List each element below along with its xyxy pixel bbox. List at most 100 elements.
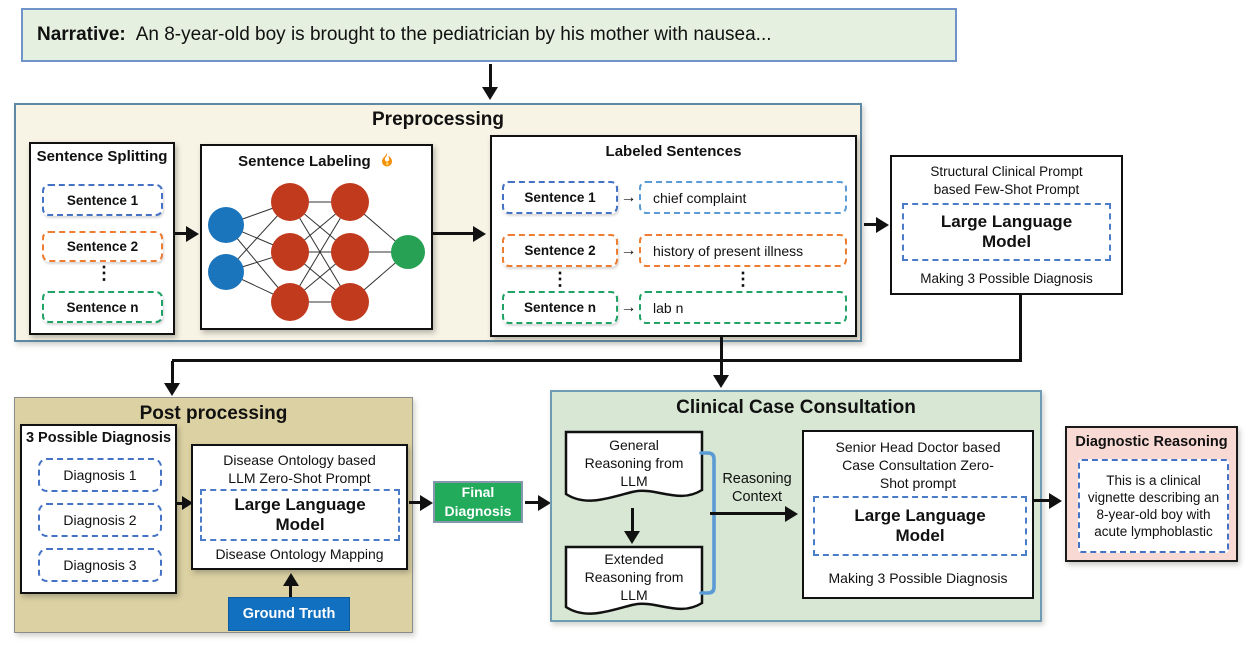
general-line2: Reasoning from	[584, 455, 684, 471]
senior-line1: Senior Head Doctor based	[835, 439, 1001, 455]
ground-truth-box: Ground Truth	[228, 597, 350, 631]
diagnosis-3-chip: Diagnosis 3	[38, 548, 162, 582]
diagnostic-reasoning-title: Diagnostic Reasoning	[1075, 434, 1228, 450]
label-history: history of present illness	[639, 234, 847, 267]
arrowhead-into-structural	[876, 217, 889, 233]
connector-to-postprocessing	[171, 361, 174, 384]
reasoning-context-line1: Reasoning	[722, 471, 792, 487]
diagnosis-1-chip: Diagnosis 1	[38, 458, 162, 492]
sentence-splitting-box: Sentence Splitting Sentence 1 Sentence 2…	[29, 142, 175, 335]
sentence-1-chip: Sentence 1	[42, 184, 163, 216]
arrowhead-into-postprocessing	[164, 383, 180, 396]
extended-line1: Extended	[604, 551, 664, 567]
senior-llm: Large Language Model	[813, 496, 1027, 556]
extended-reasoning-doc: Extended Reasoning from LLM	[564, 545, 704, 623]
senior-line3: Shot prompt	[879, 475, 957, 491]
document-shape	[564, 545, 704, 615]
preprocessing-section: Preprocessing Sentence Splitting Sentenc…	[14, 103, 862, 342]
reasoning-context-label: Reasoning Context	[710, 470, 804, 506]
arrow-right-icon: →	[620, 299, 637, 316]
connector-context-senior	[710, 512, 786, 515]
arrowhead-into-consultation-left	[538, 495, 551, 511]
ontology-llm: Large Language Model	[200, 489, 400, 541]
arrowhead-into-consultation	[713, 375, 729, 388]
structural-line1: Structural Clinical Prompt	[930, 164, 1083, 179]
connector-ontology-final	[409, 501, 421, 504]
general-reasoning-doc: General Reasoning from LLM	[564, 430, 704, 510]
connector-diagnosis-ontology	[177, 502, 184, 505]
connector-general-extended	[631, 508, 634, 532]
sentence-splitting-title: Sentence Splitting	[36, 148, 168, 165]
arrow-right-icon: →	[620, 189, 637, 206]
arrowhead-into-extended	[624, 531, 640, 544]
ellipsis-icon: ⋮	[551, 269, 569, 289]
senior-doctor-box: Senior Head Doctor based Case Consultati…	[802, 430, 1034, 599]
ontology-llm-box: Disease Ontology based LLM Zero-Shot Pro…	[191, 444, 408, 570]
narrative-label: Narrative:	[37, 24, 126, 45]
sentence-labeling-label: Sentence Labeling	[238, 153, 371, 170]
possible-diagnosis-title: 3 Possible Diagnosis	[25, 430, 172, 446]
reasoning-bracket	[699, 451, 716, 595]
ellipsis-icon: ⋮	[734, 269, 752, 289]
possible-diagnosis-box: 3 Possible Diagnosis Diagnosis 1 Diagnos…	[20, 424, 177, 594]
label-chief-complaint: chief complaint	[639, 181, 847, 214]
sentence-2-chip: Sentence 2	[42, 231, 163, 262]
labeled-sentences-title: Labeled Sentences	[605, 143, 742, 160]
ontology-line1: Disease Ontology based	[223, 452, 376, 468]
narrative-box: Narrative: An 8-year-old boy is brought …	[21, 8, 957, 62]
ontology-footer: Disease Ontology Mapping	[215, 546, 384, 562]
consultation-title: Clinical Case Consultation	[676, 397, 916, 418]
connector-labeling-labeled	[433, 232, 475, 235]
arrowhead-into-ontology	[182, 496, 193, 510]
diagnostic-reasoning-box: Diagnostic Reasoning This is a clinical …	[1065, 426, 1238, 562]
connector-splitting-labeling	[175, 232, 187, 235]
structural-prompt-box: Structural Clinical Prompt based Few-Sho…	[890, 155, 1123, 295]
sentence-labeling-box: Sentence Labeling	[200, 144, 433, 330]
general-line1: General	[609, 437, 659, 453]
connector-narrative-down	[489, 64, 492, 89]
final-diagnosis-box: Final Diagnosis	[433, 481, 523, 523]
connector-labeled-down	[720, 335, 723, 376]
extended-line3: LLM	[620, 587, 648, 603]
arrowhead-into-labeling	[186, 226, 199, 242]
fire-icon	[379, 152, 395, 168]
structural-line2: based Few-Shot Prompt	[933, 182, 1080, 197]
structural-footer: Making 3 Possible Diagnosis	[920, 271, 1093, 286]
senior-line2: Case Consultation Zero-	[842, 457, 994, 473]
sentence-n-chip: Sentence n	[42, 291, 163, 323]
arrowhead-into-preprocessing	[482, 87, 498, 100]
labeled-sentence-n: Sentence n	[502, 291, 618, 324]
post-processing-title: Post processing	[139, 403, 288, 424]
connector-structural-down	[1019, 295, 1022, 361]
arrow-right-icon: →	[620, 242, 637, 259]
arrowhead-into-diagnostic	[1049, 493, 1062, 509]
extended-line2: Reasoning from	[584, 569, 684, 585]
diagnosis-2-chip: Diagnosis 2	[38, 503, 162, 537]
post-processing-section: Post processing 3 Possible Diagnosis Dia…	[14, 397, 413, 633]
narrative-text: An 8-year-old boy is brought to the pedi…	[135, 24, 772, 45]
ellipsis-icon: ⋮	[95, 263, 113, 283]
arrowhead-ground-truth-up	[283, 573, 299, 586]
structural-llm-box: Large Language Model	[902, 203, 1111, 261]
extended-doc-text: Extended Reasoning from LLM	[564, 550, 704, 604]
arrowhead-into-labeled	[473, 226, 486, 242]
labeled-sentence-1: Sentence 1	[502, 181, 618, 214]
document-shape	[564, 430, 704, 502]
arrowhead-into-senior	[785, 506, 798, 522]
connector-horizontal	[172, 359, 1022, 362]
final-diagnosis-line1: Final	[461, 484, 495, 500]
preprocessing-title: Preprocessing	[372, 109, 504, 130]
ontology-line2: LLM Zero-Shot Prompt	[228, 470, 371, 486]
connector-consultation-diagnostic	[1034, 499, 1050, 502]
senior-footer: Making 3 Possible Diagnosis	[828, 570, 1008, 586]
final-diagnosis-line2: Diagnosis	[444, 503, 512, 519]
connector-ground-truth	[289, 585, 292, 597]
labeled-sentence-2: Sentence 2	[502, 234, 618, 267]
connector-preprocessing-structural	[864, 223, 878, 226]
arrowhead-into-final	[420, 495, 433, 511]
labeled-sentences-box: Labeled Sentences Sentence 1 → chief com…	[490, 135, 857, 337]
label-lab-n: lab n	[639, 291, 847, 324]
diagnostic-reasoning-text: This is a clinical vignette describing a…	[1087, 473, 1220, 539]
diagnostic-reasoning-text-box: This is a clinical vignette describing a…	[1078, 459, 1229, 553]
